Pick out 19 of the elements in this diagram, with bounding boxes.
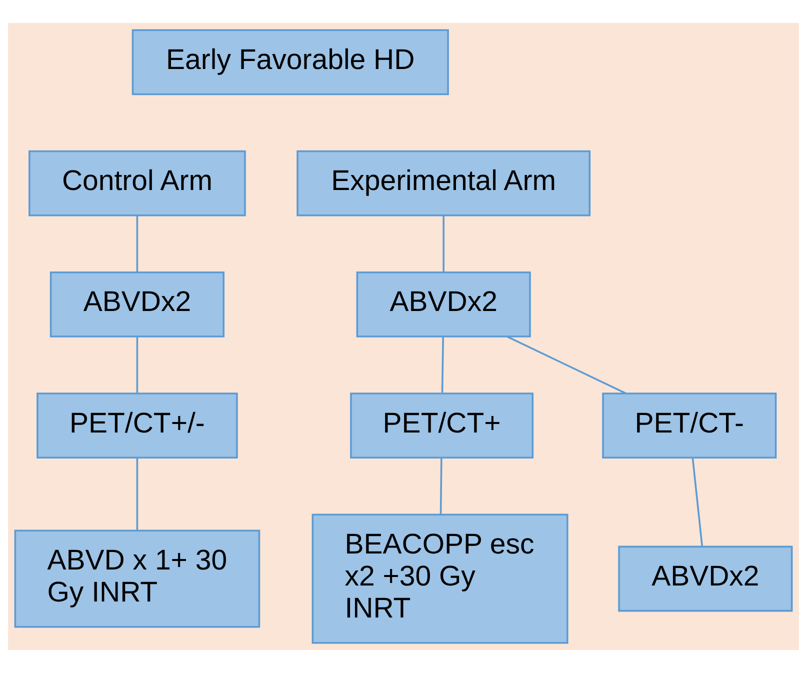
connector [136,337,138,393]
node-box: PET/CT+ [350,392,534,459]
node-box: ABVDx2 [618,546,793,612]
node-box: PET/CT+/- [36,392,238,459]
connector [441,337,444,393]
node-box: ABVD x 1+ 30 Gy INRT [14,530,260,628]
node-box: BEACOPP esc x2 +30 Gy INRT [312,514,568,644]
connector [440,458,442,515]
node-box: Experimental Arm [296,150,591,216]
connector [692,458,704,547]
node-box: Early Favorable HD [132,29,449,96]
node-box: PET/CT- [602,392,777,459]
node-box: ABVDx2 [356,271,531,338]
connector [136,458,138,530]
connector [507,336,626,394]
connector [442,216,444,272]
node-box: Control Arm [28,150,246,216]
connector [136,216,138,272]
node-box: ABVDx2 [50,271,224,338]
